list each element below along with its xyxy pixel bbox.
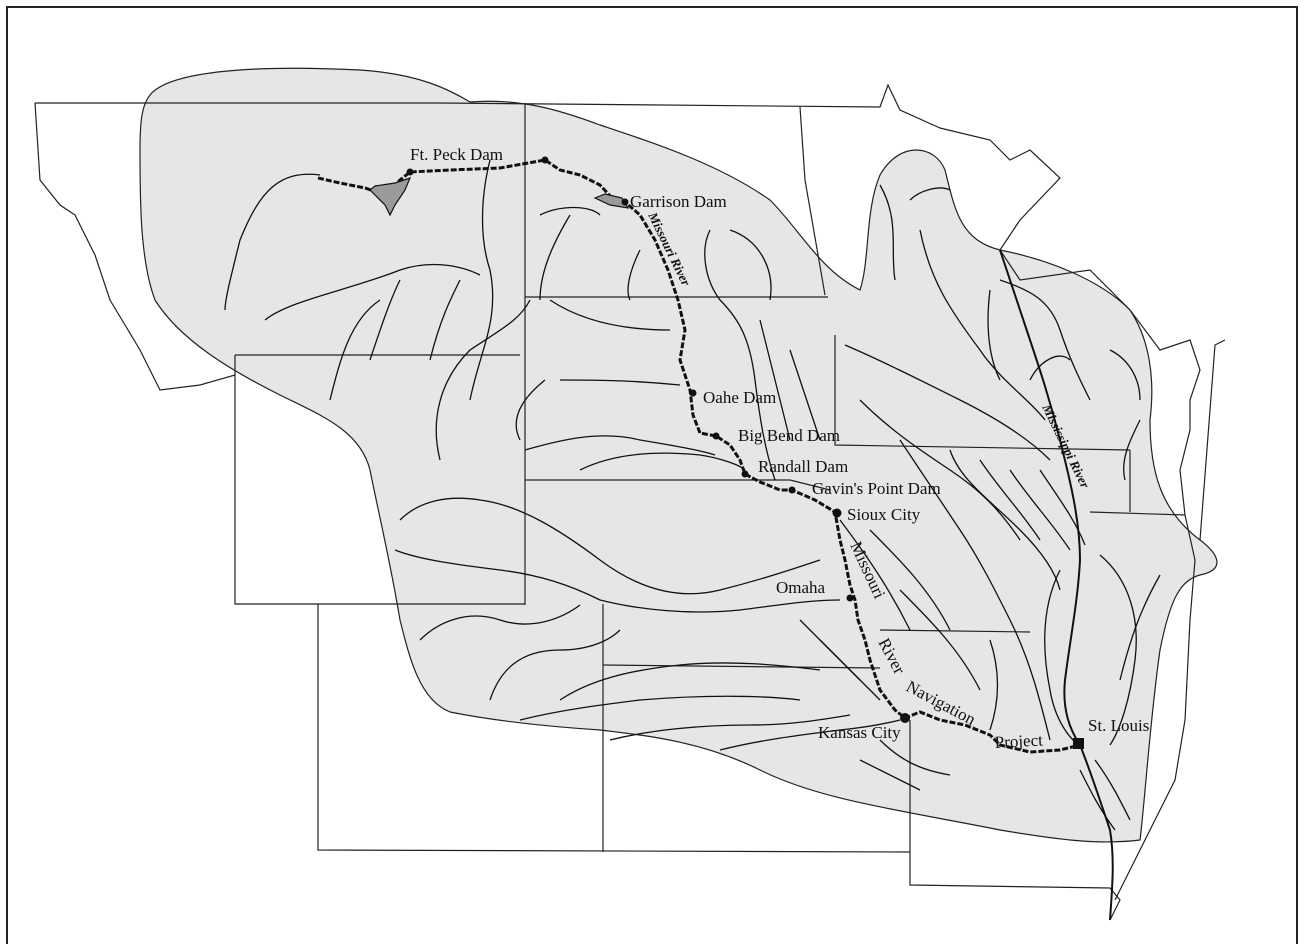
label-sioux-city: Sioux City [847,505,921,524]
big-bend-dam-marker [712,432,720,440]
label-big-bend-dam: Big Bend Dam [738,426,840,445]
label-randall-dam: Randall Dam [758,457,848,476]
basin-area [139,67,1218,843]
label-nav-project: Project [994,730,1043,752]
sioux-city-marker [832,508,842,518]
kansas-city-marker [900,713,910,723]
mississippi-river [999,249,1114,921]
ft-peck-reservoir [369,177,412,217]
label-st-louis: St. Louis [1088,716,1149,735]
label-garrison-dam: Garrison Dam [630,192,727,211]
place-labels: Ft. Peck Dam Garrison Dam Oahe Dam Big B… [410,145,1149,742]
omaha-marker [846,594,854,602]
label-omaha: Omaha [776,578,826,597]
state-boundaries [34,83,1226,921]
label-oahe-dam: Oahe Dam [703,388,776,407]
tributaries [224,159,1161,831]
garrison-dam-marker [541,156,549,164]
label-ft-peck-dam: Ft. Peck Dam [410,145,503,164]
st-louis-marker [1073,738,1084,749]
oahe-dam-marker [689,389,697,397]
gavins-point-dam-marker [788,486,796,494]
ft-peck-dam-marker [406,168,414,176]
label-gavins-point-dam: Gavin's Point Dam [812,479,941,498]
label-kansas-city: Kansas City [818,723,901,742]
place-markers [406,156,1084,749]
randall-dam-marker [741,470,749,478]
garrison-dam-marker-2 [621,198,629,206]
